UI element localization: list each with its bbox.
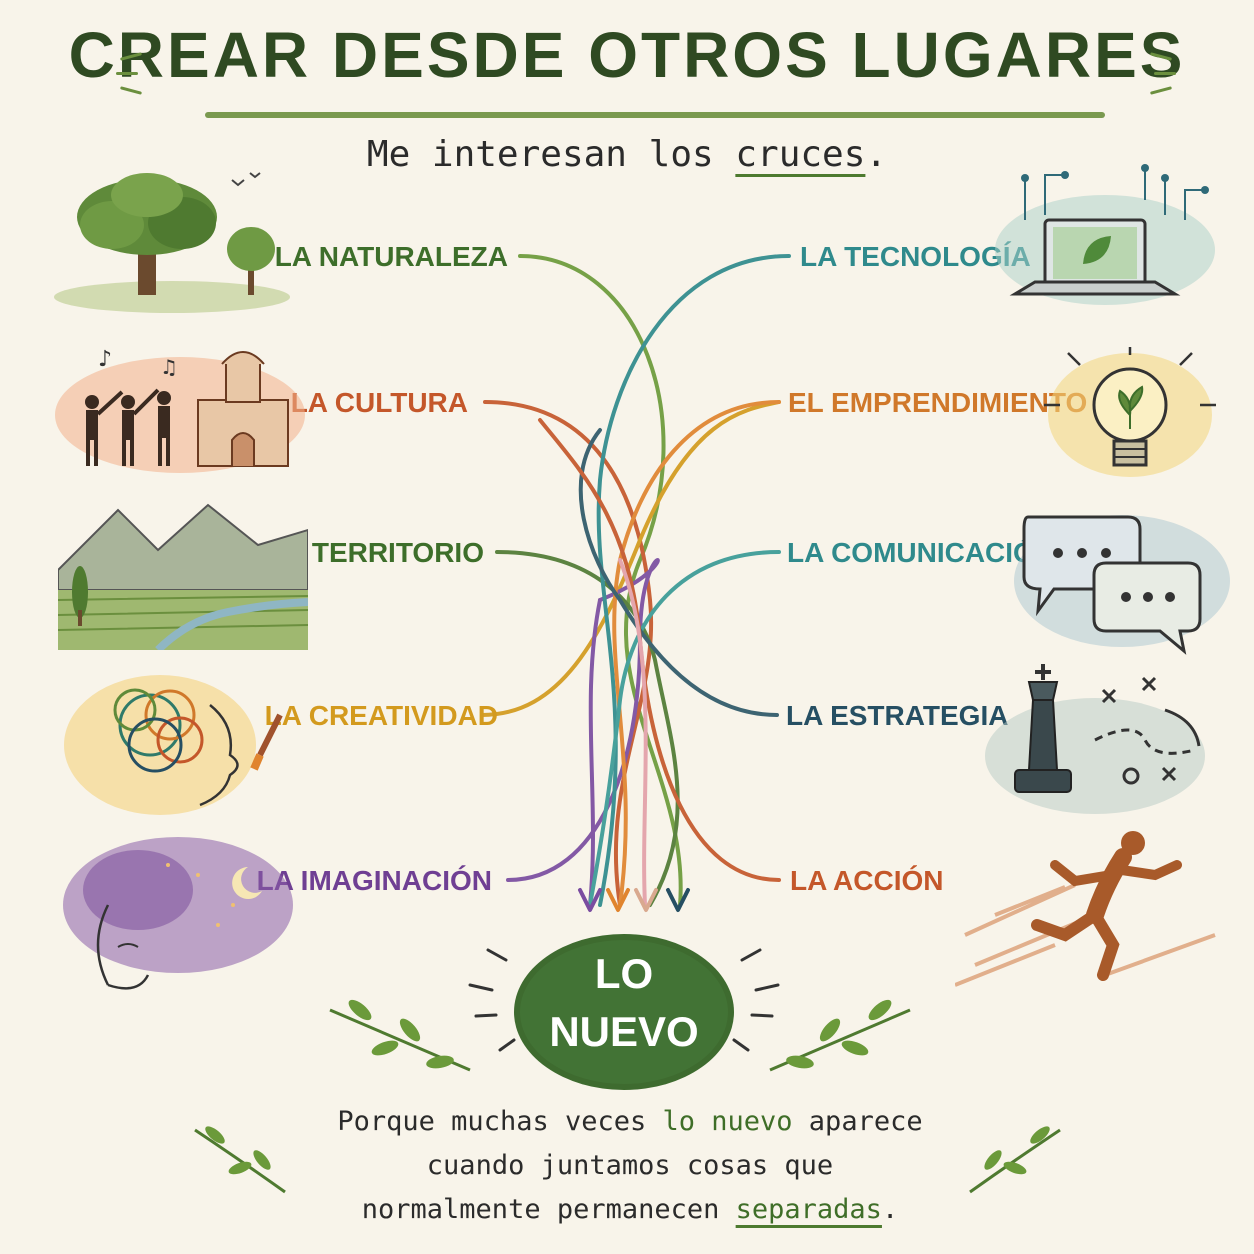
label-cultura: LA CULTURA [290,387,468,418]
lightbulb-icon [1044,347,1216,477]
speech-bubbles-icon [1014,515,1230,655]
line-pink [618,558,648,907]
label-naturaleza: LA NATURALEZA [274,241,508,272]
subtitle-highlight: cruces [735,134,866,175]
leaf-sprig-left [329,999,471,1072]
runner-icon [955,831,1216,987]
arrow-head [634,888,658,912]
dreaming-face-icon [63,837,293,990]
footer-line-1: Porque muchas veces lo nuevo aparece [337,1106,923,1137]
leaf-sprig-bottom-left [194,1126,286,1194]
footer-highlight-separadas: separadas [735,1194,882,1225]
laptop-leaf-icon [995,164,1215,305]
svg-text:♫: ♫ [160,355,178,379]
line-cultura [483,400,654,907]
chess-king-icon [985,664,1205,814]
line-creatividad [480,400,781,717]
label-emprendimiento: EL EMPRENDIMIENTO [788,387,1088,418]
arrow-head [606,888,630,912]
mountain-landscape-icon [58,503,308,650]
label-imaginacion: LA IMAGINACIÓN [256,865,492,896]
title-underline [205,112,1105,118]
label-tecnologia: LA TECNOLOGÍA [800,241,1031,272]
line-territorio [495,550,680,907]
line-naturaleza [518,254,683,907]
page-title: CREAR DESDE OTROS LUGARES [68,19,1186,91]
leaf-sprig-right [769,999,911,1072]
footer-highlight: lo nuevo [662,1106,793,1137]
subtitle: Me interesan los cruces. [0,134,1254,175]
line-estrategia [578,428,779,717]
center-line-2: NUEVO [549,1008,699,1055]
label-accion: LA ACCIÓN [790,865,944,896]
footer-text: Porque muchas veces lo nuevo aparece cua… [250,1100,1010,1232]
center-line-1: LO [594,950,654,997]
decor-dash [116,72,138,75]
footer-line-3: normalmente permanecen separadas. [361,1194,899,1225]
footer-line-2: cuando juntamos cosas que [426,1150,834,1181]
subtitle-text: Me interesan los [366,134,736,175]
svg-text:♪: ♪ [98,347,112,372]
label-creatividad: LA CREATIVIDAD [264,700,498,731]
label-comunicacion: LA COMUNICACIÓN [787,537,1056,568]
arrow-head [578,888,602,912]
tree-icon [54,172,290,313]
arrow-head [666,888,690,912]
dancers-church-icon: ♪ ♫ [55,347,305,473]
decor-dash [1154,72,1176,75]
creative-mind-icon [64,675,283,815]
line-comunicacion [588,550,781,907]
label-estrategia: LA ESTRATEGIA [786,700,1009,731]
line-imaginacion-b [588,598,602,907]
subtitle-end: . [865,134,888,175]
leaf-sprig-bottom-right [969,1126,1061,1194]
